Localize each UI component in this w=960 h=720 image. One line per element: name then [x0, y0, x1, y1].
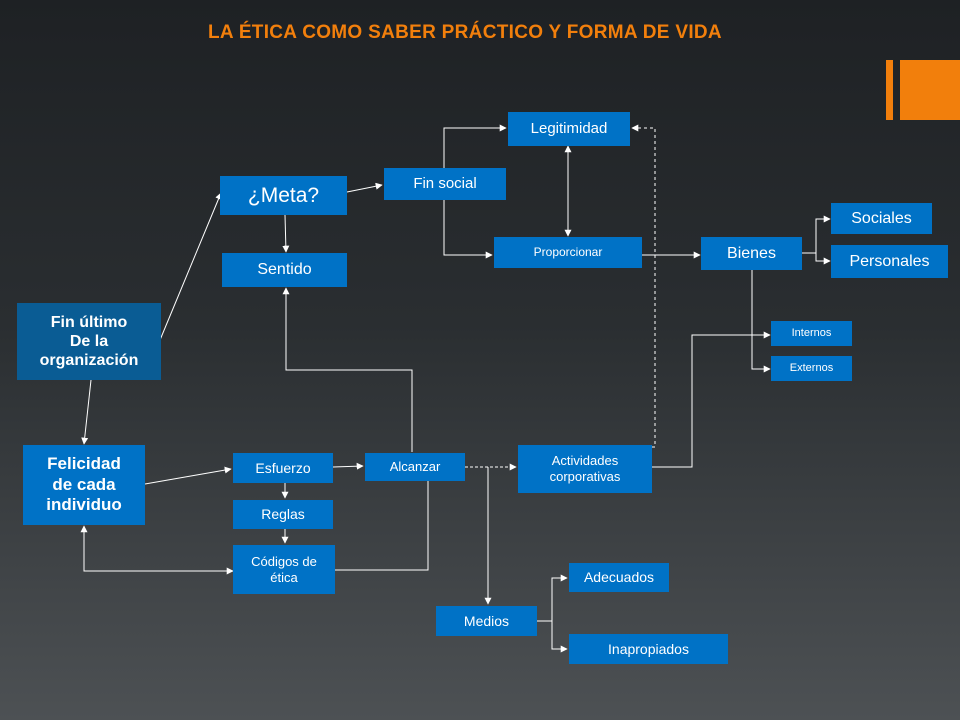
link-medios-inapropiados	[551, 621, 568, 653]
node-actividades: Actividades corporativas	[518, 445, 652, 493]
link-fin-social-legitimidad	[443, 124, 507, 168]
page-title: LA ÉTICA COMO SABER PRÁCTICO Y FORMA DE …	[208, 22, 722, 43]
node-medios: Medios	[436, 606, 537, 636]
node-codigos: Códigos de ética	[233, 545, 335, 594]
node-sentido: Sentido	[222, 253, 347, 287]
node-alcanzar: Alcanzar	[365, 453, 465, 481]
node-personales: Personales	[831, 245, 948, 278]
node-externos: Externos	[771, 356, 852, 381]
link-bienes-sociales	[802, 215, 831, 254]
link-meta-fin-social	[346, 182, 383, 193]
link-esfuerzo-alcanzar	[332, 462, 364, 470]
accent-bar-thick	[900, 60, 960, 120]
node-legitimidad: Legitimidad	[508, 112, 630, 146]
node-fin-social: Fin social	[384, 168, 506, 200]
accent-bar-thin	[886, 60, 893, 120]
link-codigos-alcanzar	[335, 481, 429, 571]
link-fin-ultimo-meta	[159, 192, 222, 341]
node-esfuerzo: Esfuerzo	[233, 453, 333, 483]
link-medios-adecuados	[537, 574, 568, 622]
node-felicidad: Felicidad de cada individuo	[23, 445, 145, 525]
node-sociales: Sociales	[831, 203, 932, 234]
link-codigos-felicidad	[80, 525, 234, 575]
node-reglas: Reglas	[233, 500, 333, 529]
node-proporcionar: Proporcionar	[494, 237, 642, 268]
link-actividades-internos	[652, 331, 771, 468]
node-adecuados: Adecuados	[569, 563, 669, 592]
link-felicidad-esfuerzo	[144, 466, 232, 485]
node-meta: ¿Meta?	[220, 176, 347, 215]
link-actividades-legitimidad	[631, 124, 656, 448]
node-fin-ultimo: Fin último De la organización	[17, 303, 161, 380]
link-alcanzar-sentido	[282, 287, 413, 452]
node-internos: Internos	[771, 321, 852, 346]
node-inapropiados: Inapropiados	[569, 634, 728, 664]
link-fin-ultimo-felicidad	[81, 379, 92, 445]
link-meta-sentido	[282, 214, 290, 253]
node-bienes: Bienes	[701, 237, 802, 270]
link-bienes-personales	[815, 253, 831, 265]
link-fin-social-proporcionar	[443, 200, 493, 259]
link-bienes-externos	[751, 270, 771, 373]
